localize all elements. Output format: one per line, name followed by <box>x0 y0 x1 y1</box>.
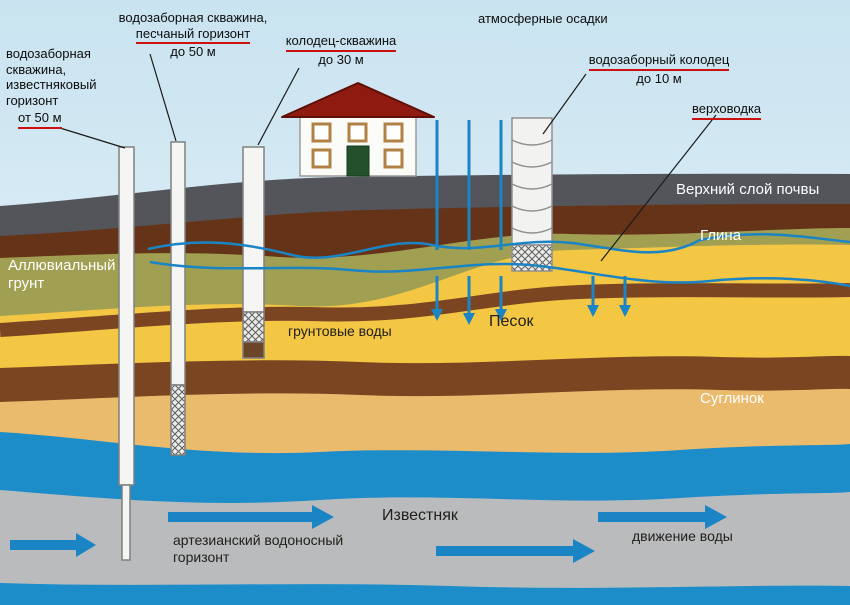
leader-well-borehole <box>257 67 300 146</box>
well-intake-ring-line <box>511 183 553 190</box>
layer-bottom-water <box>0 583 850 605</box>
well-intake-ring-line <box>511 139 553 146</box>
house-windows <box>311 122 404 169</box>
well-borehole-sump <box>242 341 265 359</box>
layer-brown-ribbon <box>0 283 850 337</box>
well-intake-ring-line <box>511 205 553 212</box>
rain-lines <box>435 120 503 250</box>
well-limestone <box>118 146 135 561</box>
house <box>281 82 435 177</box>
house-roof <box>281 82 435 118</box>
house-door <box>346 145 370 177</box>
well-sand <box>170 141 186 456</box>
well-limestone-casing <box>118 146 135 486</box>
leader-well-intake <box>542 73 587 135</box>
flow-arrow <box>168 505 334 529</box>
well-intake-ring-line <box>511 227 553 234</box>
water-table-upper <box>147 233 850 259</box>
flow-arrow <box>598 505 727 529</box>
flow-arrow <box>10 533 96 557</box>
house-window <box>383 148 404 169</box>
infiltration-arrows <box>431 276 631 325</box>
well-sand-casing <box>170 141 186 386</box>
house-window <box>311 148 332 169</box>
leader-lines <box>59 53 717 262</box>
well-borehole <box>242 146 265 359</box>
leader-well-sand <box>149 53 177 142</box>
water-table-lower <box>149 260 850 288</box>
well-intake-rings <box>511 117 553 246</box>
well-borehole-screen <box>242 311 265 343</box>
well-intake-ring-line <box>511 161 553 168</box>
house-window <box>383 122 404 143</box>
well-limestone-pipe <box>121 484 131 561</box>
flow-arrows <box>10 505 727 563</box>
water-table-lines <box>147 233 850 288</box>
leader-perched-water <box>600 114 717 262</box>
well-borehole-casing <box>242 146 265 313</box>
well-intake <box>511 117 553 272</box>
well-sand-screen <box>170 384 186 456</box>
house-window <box>347 122 368 143</box>
flow-arrow <box>436 539 595 563</box>
leader-well-limestone <box>59 127 126 149</box>
house-window <box>311 122 332 143</box>
